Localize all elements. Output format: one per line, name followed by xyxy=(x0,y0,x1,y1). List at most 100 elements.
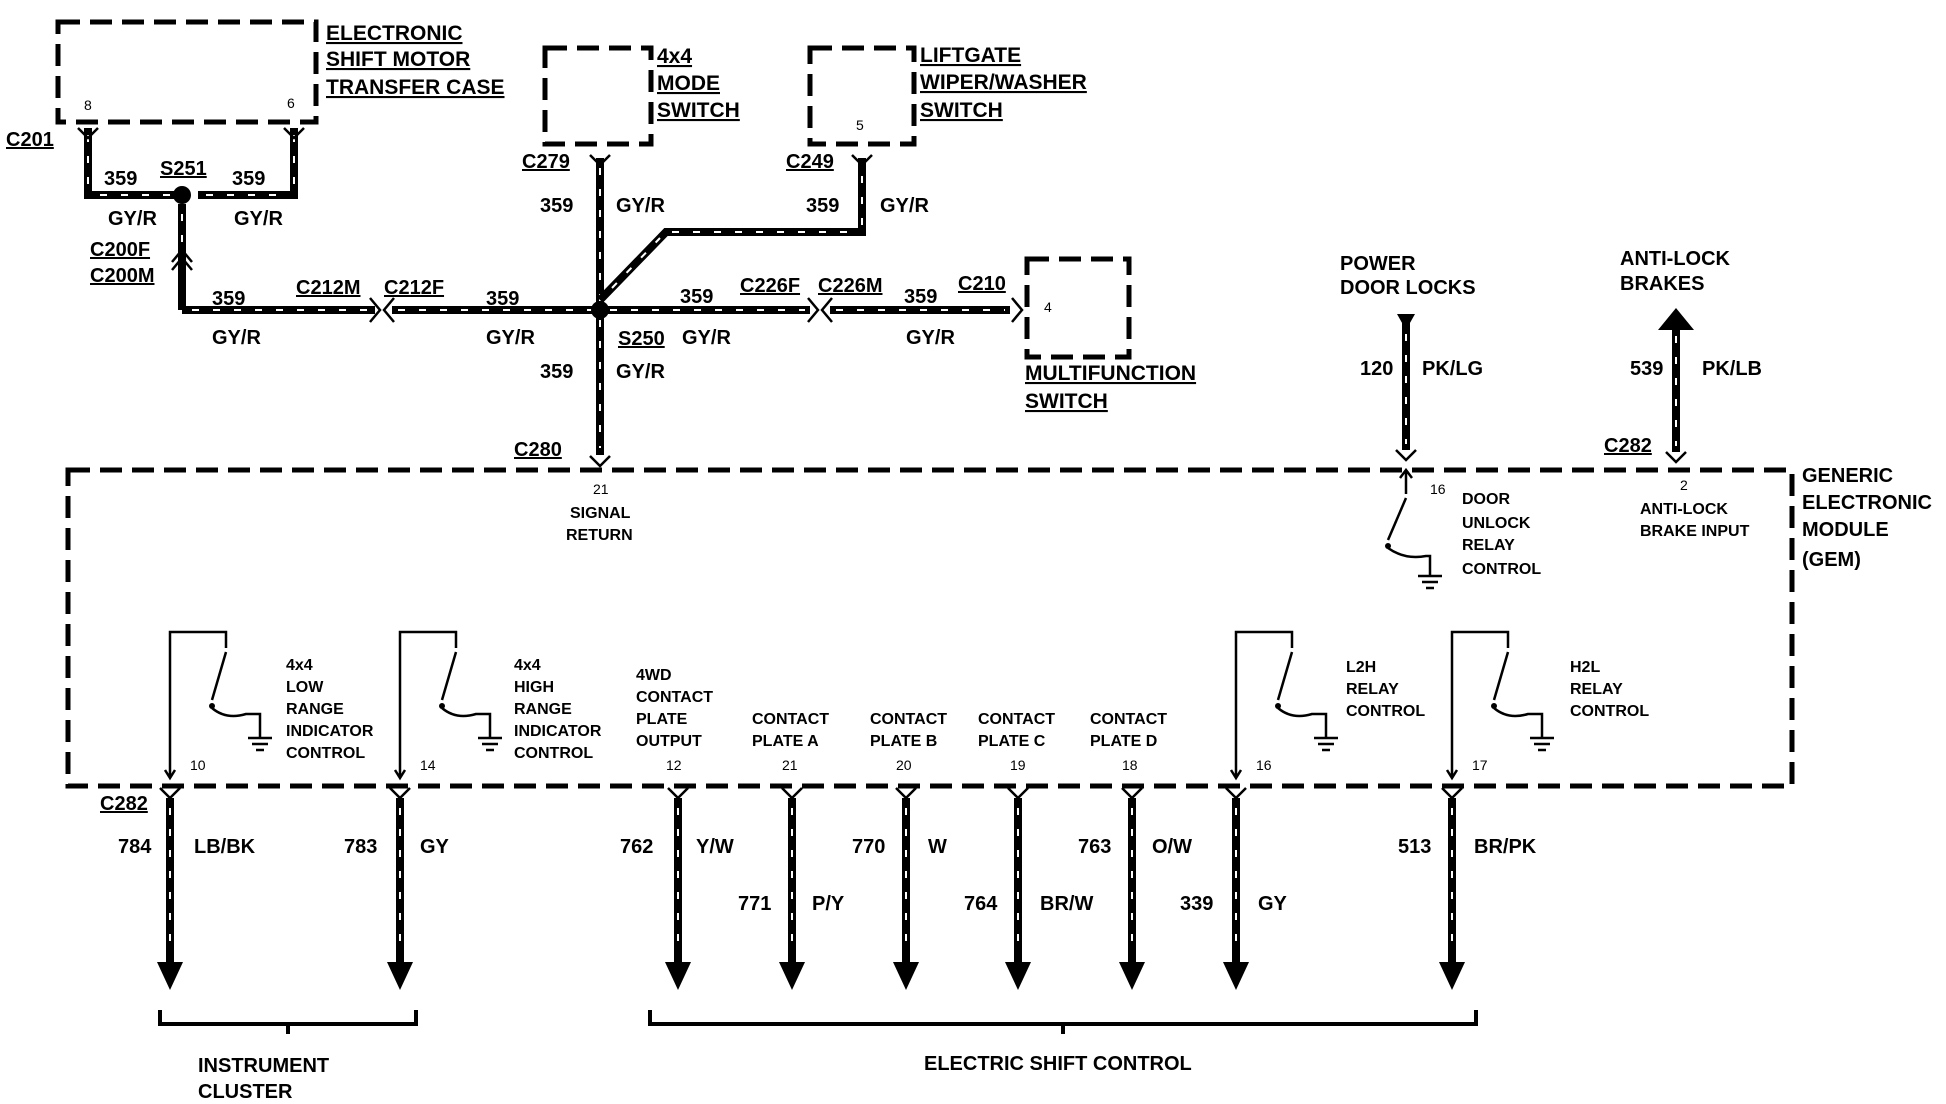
gem-output-label: CONTROL xyxy=(286,745,365,762)
output-arrow-head xyxy=(779,962,805,990)
svg-text:C200F: C200F xyxy=(90,239,150,261)
circuit-number: 770 xyxy=(852,836,885,858)
output-arrow-head xyxy=(1119,962,1145,990)
gem-output-label: H2L xyxy=(1570,659,1600,676)
svg-text:S250: S250 xyxy=(618,328,665,350)
relay-feed xyxy=(1229,630,1294,781)
gem-output-pin: 19 xyxy=(1010,757,1026,773)
liftgate-switch-component: LIFTGATE WIPER/WASHER SWITCH 5 xyxy=(807,44,1087,147)
svg-text:GY/R: GY/R xyxy=(486,327,535,349)
gem-output-label: RELAY xyxy=(1346,681,1399,698)
svg-text:CONTROL: CONTROL xyxy=(1462,561,1541,578)
connector-labels: C201 C200F C200M S251 C212M C212F C279 C… xyxy=(6,129,1652,815)
wire-color: BR/W xyxy=(1040,893,1093,915)
power-door-locks-circuit: POWER DOOR LOCKS 120 PK/LG 16 DOOR UNLOC… xyxy=(1340,253,1541,590)
connector-mark xyxy=(1007,787,1029,800)
relay-pivot xyxy=(1491,703,1497,709)
connector-mark xyxy=(1121,787,1143,800)
gem-output-label: CONTACT xyxy=(978,711,1055,728)
svg-text:MULTIFUNCTION: MULTIFUNCTION xyxy=(1025,362,1196,385)
gem-output-label: L2H xyxy=(1346,659,1376,676)
svg-text:359: 359 xyxy=(486,288,519,310)
connector-mark xyxy=(1225,787,1247,800)
svg-text:359: 359 xyxy=(212,288,245,310)
svg-text:INSTRUMENT: INSTRUMENT xyxy=(198,1055,329,1077)
svg-text:SWITCH: SWITCH xyxy=(1025,390,1108,413)
svg-text:C210: C210 xyxy=(958,273,1006,295)
svg-text:GY/R: GY/R xyxy=(616,361,665,383)
circuit-number: 763 xyxy=(1078,836,1111,858)
svg-text:C212F: C212F xyxy=(384,277,444,299)
svg-text:RETURN: RETURN xyxy=(566,527,633,544)
gem-output-label: CONTACT xyxy=(636,689,713,706)
svg-text:539: 539 xyxy=(1630,358,1663,380)
svg-text:C201: C201 xyxy=(6,129,54,151)
circuit-number: 771 xyxy=(738,893,771,915)
gem-output-label: RELAY xyxy=(1570,681,1623,698)
relay-feed xyxy=(163,630,228,781)
multifunction-switch-component: 4 MULTIFUNCTION SWITCH xyxy=(1024,256,1196,413)
svg-text:SHIFT MOTOR: SHIFT MOTOR xyxy=(326,48,470,71)
svg-text:16: 16 xyxy=(1430,481,1446,497)
relay-contact xyxy=(210,651,228,701)
gem-output-label: INDICATOR xyxy=(514,723,602,740)
relay-contact xyxy=(1492,651,1510,701)
wire-color: GY xyxy=(1258,893,1288,915)
relay-feed xyxy=(1445,630,1510,781)
svg-text:C280: C280 xyxy=(514,439,562,461)
relay-pivot xyxy=(439,703,445,709)
svg-text:C249: C249 xyxy=(786,151,834,173)
mode-switch-component: 4x4 MODE SWITCH xyxy=(542,45,740,147)
svg-text:ELECTRIC SHIFT CONTROL: ELECTRIC SHIFT CONTROL xyxy=(924,1053,1192,1075)
svg-text:PK/LG: PK/LG xyxy=(1422,358,1483,380)
gem-output-label: 4x4 xyxy=(514,657,541,674)
svg-text:LIFTGATE: LIFTGATE xyxy=(920,44,1021,67)
gem-output-label: CONTACT xyxy=(752,711,829,728)
gem-output-label: PLATE B xyxy=(870,733,937,750)
wire-color: P/Y xyxy=(812,893,845,915)
circuit-number: 762 xyxy=(620,836,653,858)
gem-output-label: RANGE xyxy=(286,701,344,718)
gem-output-label: PLATE A xyxy=(752,733,819,750)
gem-output-label: RANGE xyxy=(514,701,572,718)
svg-text:MODULE: MODULE xyxy=(1802,519,1889,541)
gem-output-pin: 21 xyxy=(782,757,798,773)
svg-text:TRANSFER CASE: TRANSFER CASE xyxy=(326,76,505,99)
connector-mark xyxy=(667,787,689,800)
gem-output-label: 4WD xyxy=(636,667,672,684)
output-arrow-head xyxy=(665,962,691,990)
relay-pivot xyxy=(1275,703,1281,709)
splice-s250 xyxy=(591,301,609,319)
svg-text:8: 8 xyxy=(84,97,92,113)
wire-color: Y/W xyxy=(696,836,734,858)
svg-text:C282: C282 xyxy=(100,793,148,815)
svg-text:SWITCH: SWITCH xyxy=(657,99,740,122)
ground-icon xyxy=(1314,736,1338,752)
wire-color: W xyxy=(928,836,947,858)
svg-text:DOOR: DOOR xyxy=(1462,491,1510,508)
wire-color: GY xyxy=(420,836,450,858)
electric-shift-control-group: ELECTRIC SHIFT CONTROL xyxy=(648,1010,1478,1075)
connector-mark xyxy=(895,787,917,800)
gem-output-pin: 17 xyxy=(1472,757,1488,773)
svg-text:GY/R: GY/R xyxy=(880,195,929,217)
svg-text:C282: C282 xyxy=(1604,435,1652,457)
relay-feed xyxy=(393,630,458,781)
output-arrow-head xyxy=(893,962,919,990)
ground-icon xyxy=(478,736,502,752)
svg-text:4: 4 xyxy=(1044,299,1052,315)
connector-mark xyxy=(159,787,181,800)
svg-text:BRAKE INPUT: BRAKE INPUT xyxy=(1640,523,1750,540)
circuit-number: 339 xyxy=(1180,893,1213,915)
gem-output-label: PLATE C xyxy=(978,733,1046,750)
svg-text:C226M: C226M xyxy=(818,275,882,297)
svg-text:359: 359 xyxy=(904,286,937,308)
